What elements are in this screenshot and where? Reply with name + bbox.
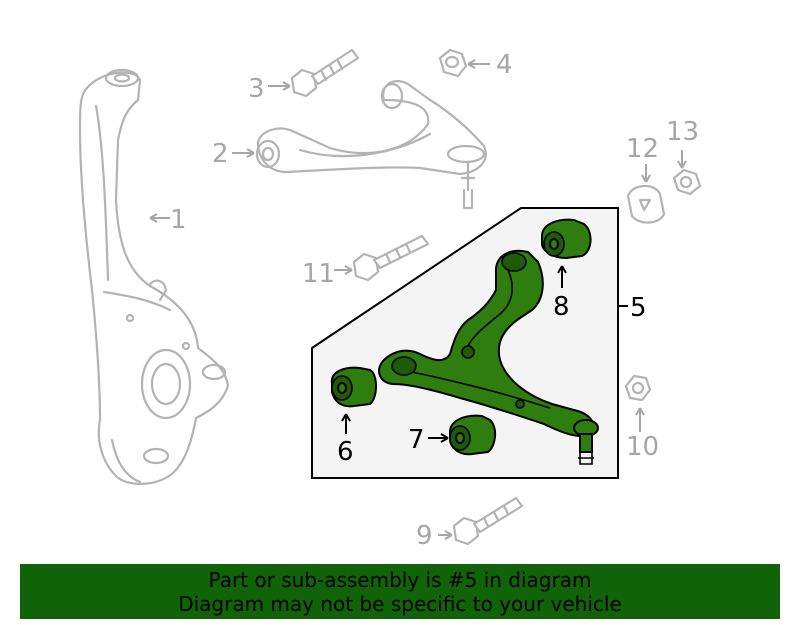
callout-7: 7 bbox=[408, 425, 425, 455]
callout-4: 4 bbox=[496, 50, 513, 80]
callout-2: 2 bbox=[212, 139, 229, 169]
bushing-part-6 bbox=[330, 366, 377, 408]
nut-part-10 bbox=[624, 374, 652, 402]
callout-3: 3 bbox=[248, 74, 265, 104]
callout-1: 1 bbox=[170, 205, 187, 235]
callout-arrows bbox=[149, 59, 687, 540]
callout-5: 5 bbox=[630, 293, 647, 323]
upper-control-arm-part-2 bbox=[255, 80, 487, 210]
disclaimer-banner: Part or sub-assembly is #5 in diagram Di… bbox=[20, 564, 780, 619]
banner-line-1: Part or sub-assembly is #5 in diagram bbox=[208, 568, 592, 592]
steering-knuckle-part-1 bbox=[78, 68, 230, 485]
callout-11: 11 bbox=[302, 259, 335, 289]
banner-line-2: Diagram may not be specific to your vehi… bbox=[178, 592, 622, 616]
callout-9: 9 bbox=[416, 521, 433, 551]
callout-13: 13 bbox=[666, 117, 699, 147]
callout-12: 12 bbox=[626, 134, 659, 164]
bushing-part-8 bbox=[541, 218, 592, 259]
bolt-part-3 bbox=[290, 48, 360, 98]
nut-part-4 bbox=[438, 48, 468, 78]
bolt-part-9 bbox=[452, 496, 524, 546]
callout-6: 6 bbox=[337, 437, 354, 467]
callout-8: 8 bbox=[553, 292, 570, 322]
bushing-part-7 bbox=[449, 414, 496, 456]
nut-part-13 bbox=[672, 168, 702, 196]
lower-control-arm-part-5 bbox=[378, 249, 599, 465]
callout-10: 10 bbox=[626, 432, 659, 462]
bolt-part-11 bbox=[352, 234, 430, 282]
washer-part-12 bbox=[626, 184, 666, 224]
